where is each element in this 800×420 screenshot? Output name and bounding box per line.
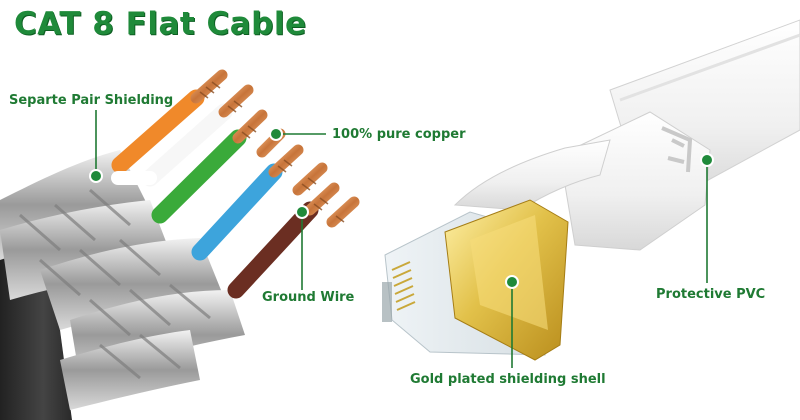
boot-ridges xyxy=(661,126,693,173)
label-pair-shielding: Separte Pair Shielding xyxy=(9,93,174,108)
foil-shielding xyxy=(0,150,245,410)
label-copper: 100% pure copper xyxy=(332,127,466,142)
callout-dots xyxy=(89,127,714,289)
contact-pins xyxy=(391,261,416,311)
label-ground-wire: Ground Wire xyxy=(262,290,355,305)
label-protective-pvc: Protective PVC xyxy=(656,287,766,302)
latch-clip xyxy=(453,139,611,211)
leader-lines xyxy=(95,110,708,368)
insulated-wires xyxy=(111,89,341,309)
page-title: CAT 8 Flat Cable xyxy=(14,6,307,42)
label-gold-shell: Gold plated shielding shell xyxy=(410,372,606,387)
